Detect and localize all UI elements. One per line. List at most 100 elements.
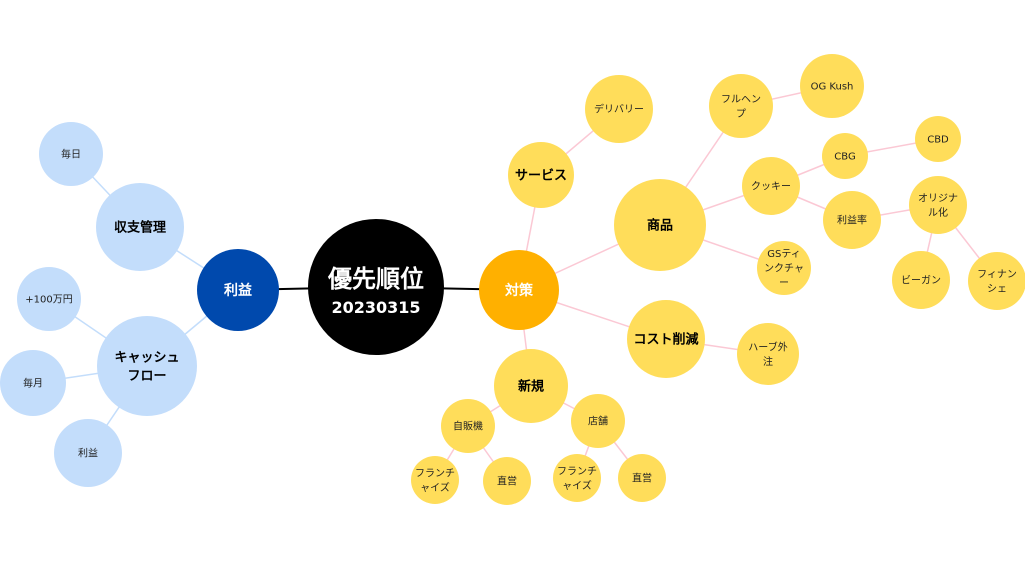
node-label: デリバリー [594, 103, 644, 116]
node-rieki2[interactable]: 利益 [54, 419, 122, 487]
node-chokuei1[interactable]: 直営 [483, 457, 531, 505]
node-circle [757, 241, 811, 295]
node-shohin[interactable]: 商品 [614, 179, 706, 271]
node-shushi[interactable]: 収支管理 [96, 183, 184, 271]
node-circle [822, 133, 868, 179]
node-label: 商品 [647, 218, 673, 234]
node-ogkush[interactable]: OG Kush [800, 54, 864, 118]
node-circle [441, 399, 495, 453]
node-cookie[interactable]: クッキー [742, 157, 800, 215]
node-circle [915, 116, 961, 162]
node-circle [627, 300, 705, 378]
node-label: ャイズ [420, 481, 450, 494]
node-circle [96, 183, 184, 271]
node-label: GSティ [767, 249, 801, 260]
node-cbd[interactable]: CBD [915, 116, 961, 162]
node-label: フルヘン [721, 94, 761, 105]
node-circle [197, 249, 279, 331]
node-label: ー [779, 278, 789, 289]
node-label: クッキー [751, 181, 791, 193]
node-circle [909, 176, 967, 234]
node-label: 利益 [224, 282, 252, 299]
node-circle [571, 394, 625, 448]
node-cost[interactable]: コスト削減 [627, 300, 705, 378]
node-measures[interactable]: 対策 [479, 250, 559, 330]
node-shinki[interactable]: 新規 [494, 349, 568, 423]
node-profit[interactable]: 利益 [197, 249, 279, 331]
node-riekiritsu[interactable]: 利益率 [823, 191, 881, 249]
node-man100[interactable]: +100万円 [17, 267, 81, 331]
node-circle [742, 157, 800, 215]
node-circle [97, 316, 197, 416]
node-label: ル化 [928, 206, 948, 219]
node-label: フランチ [557, 465, 597, 477]
node-label: ャイズ [562, 479, 592, 492]
node-label: 注 [763, 355, 773, 368]
node-label: サービス [515, 168, 567, 184]
node-label: フィナン [977, 268, 1017, 280]
nodes: 利益収支管理毎日キャッシュフロー+100万円毎月利益対策サービスデリバリー商品フ… [0, 54, 1025, 505]
node-circle [39, 122, 103, 186]
node-circle [800, 54, 864, 118]
node-circle [479, 250, 559, 330]
node-tenpo[interactable]: 店舗 [571, 394, 625, 448]
node-label: ンクチャ [764, 263, 804, 275]
node-mainichi[interactable]: 毎日 [39, 122, 103, 186]
node-circle [0, 350, 66, 416]
node-label: シェ [987, 284, 1007, 295]
node-circle [823, 191, 881, 249]
node-label: フランチ [415, 467, 455, 479]
node-label: フロー [127, 369, 166, 384]
node-label: ビーガン [901, 275, 941, 287]
node-vegan[interactable]: ビーガン [892, 251, 950, 309]
node-label: 直営 [632, 472, 652, 485]
node-jihanki[interactable]: 自販機 [441, 399, 495, 453]
node-label: OG Kush [811, 82, 854, 93]
root-title: 優先順位 [327, 265, 424, 293]
node-label: ハーブ外 [748, 340, 787, 353]
node-circle [709, 74, 773, 138]
node-label: +100万円 [25, 295, 72, 306]
node-circle [483, 457, 531, 505]
node-circle [585, 75, 653, 143]
node-circle [614, 179, 706, 271]
node-maitsuki[interactable]: 毎月 [0, 350, 66, 416]
node-circle [618, 454, 666, 502]
node-label: 自販機 [453, 420, 483, 433]
node-circle [553, 454, 601, 502]
node-label: 利益 [78, 447, 98, 460]
node-label: 新規 [518, 379, 544, 395]
node-delivery[interactable]: デリバリー [585, 75, 653, 143]
node-service[interactable]: サービス [508, 142, 574, 208]
root-circle [308, 219, 444, 355]
node-label: 対策 [504, 282, 534, 299]
root-subtitle: 20230315 [331, 298, 420, 317]
node-label: CBD [927, 135, 949, 146]
node-label: 毎日 [61, 148, 81, 161]
root-node[interactable]: 優先順位 20230315 [308, 219, 444, 355]
node-cbg[interactable]: CBG [822, 133, 868, 179]
node-label: オリジナ [918, 192, 958, 204]
node-chokuei2[interactable]: 直営 [618, 454, 666, 502]
node-label: 利益率 [837, 214, 867, 227]
node-circle [968, 252, 1025, 310]
node-circle [411, 456, 459, 504]
node-circle [508, 142, 574, 208]
node-circle [17, 267, 81, 331]
node-circle [892, 251, 950, 309]
node-label: 収支管理 [114, 220, 166, 236]
node-label: 直営 [497, 475, 517, 488]
node-label: 店舗 [588, 415, 608, 428]
node-label: 毎月 [23, 377, 43, 390]
node-label: CBG [834, 152, 855, 163]
node-circle [737, 323, 799, 385]
